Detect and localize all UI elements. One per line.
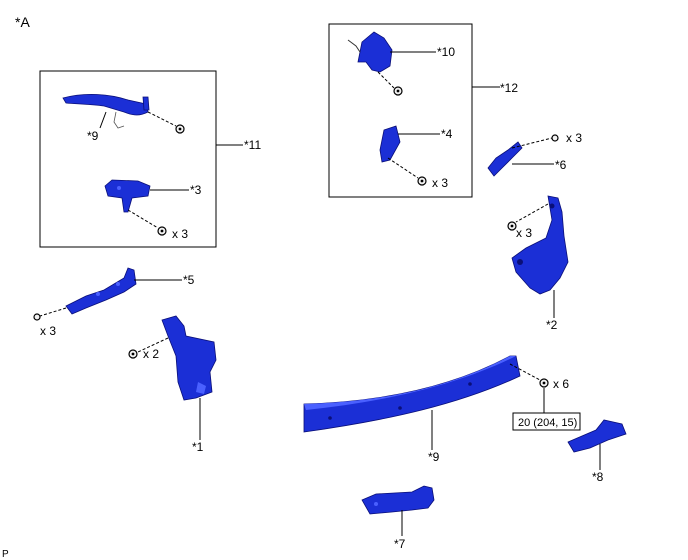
callout-4: *4 xyxy=(441,127,453,141)
corner-code: P xyxy=(2,549,9,560)
view-label: *A xyxy=(15,14,30,30)
torque-box xyxy=(512,412,581,431)
part-8-bracket xyxy=(567,419,627,453)
qty-6: x 3 xyxy=(566,131,582,145)
part-1-panel xyxy=(161,315,217,401)
group-box-11 xyxy=(39,70,217,248)
bolt-line-3 xyxy=(127,209,159,229)
qty-2: x 3 xyxy=(516,226,532,240)
callout-1: *1 xyxy=(192,440,204,454)
group-box-12 xyxy=(328,23,473,198)
leader-9a xyxy=(99,111,107,129)
bolt-line-9b xyxy=(509,363,541,381)
part-10-bracket xyxy=(347,31,393,73)
callout-2: *2 xyxy=(546,318,558,332)
torque-spec: 20 (204, 15) xyxy=(518,417,577,429)
qty-4: x 3 xyxy=(432,176,448,190)
callout-11: *11 xyxy=(244,138,261,152)
bolt-line-9a xyxy=(147,111,177,127)
bolt-icon-4 xyxy=(417,176,427,186)
callout-12: *12 xyxy=(500,81,518,95)
part-4-clip xyxy=(379,125,401,163)
part-2-panel xyxy=(511,195,569,295)
part-3-bracket xyxy=(104,179,151,213)
part-9-crossmember xyxy=(303,355,521,433)
callout-9a: *9 xyxy=(87,129,99,143)
bolt-line-5 xyxy=(39,307,67,317)
part-6-rail xyxy=(487,141,523,177)
callout-6: *6 xyxy=(555,158,567,172)
callout-7: *7 xyxy=(394,537,406,551)
bolt-line-4 xyxy=(387,157,419,179)
qty-5: x 3 xyxy=(40,324,56,338)
bolt-icon-6 xyxy=(551,134,559,142)
callout-8: *8 xyxy=(592,470,604,484)
qty-1: x 2 xyxy=(143,347,159,361)
bolt-icon-3 xyxy=(157,226,167,236)
bolt-icon-9a xyxy=(175,124,185,134)
bolt-line-10 xyxy=(377,71,395,89)
callout-10: *10 xyxy=(437,45,455,59)
bolt-icon-1 xyxy=(128,349,138,359)
bolt-icon-5 xyxy=(33,313,41,321)
bolt-line-6 xyxy=(511,137,553,149)
bolt-line-2 xyxy=(515,203,549,223)
part-7-bracket xyxy=(361,485,435,515)
callout-9b: *9 xyxy=(428,450,440,464)
bolt-line-1 xyxy=(137,337,169,353)
qty-3: x 3 xyxy=(172,227,188,241)
qty-9b: x 6 xyxy=(553,377,569,391)
bolt-icon-10 xyxy=(393,86,403,96)
bolt-icon-2 xyxy=(507,221,517,231)
part-9-upper-bracket xyxy=(62,93,150,129)
callout-5: *5 xyxy=(183,273,195,287)
bolt-icon-9b xyxy=(539,378,549,388)
callout-3: *3 xyxy=(190,183,202,197)
part-5-rail xyxy=(65,267,137,315)
